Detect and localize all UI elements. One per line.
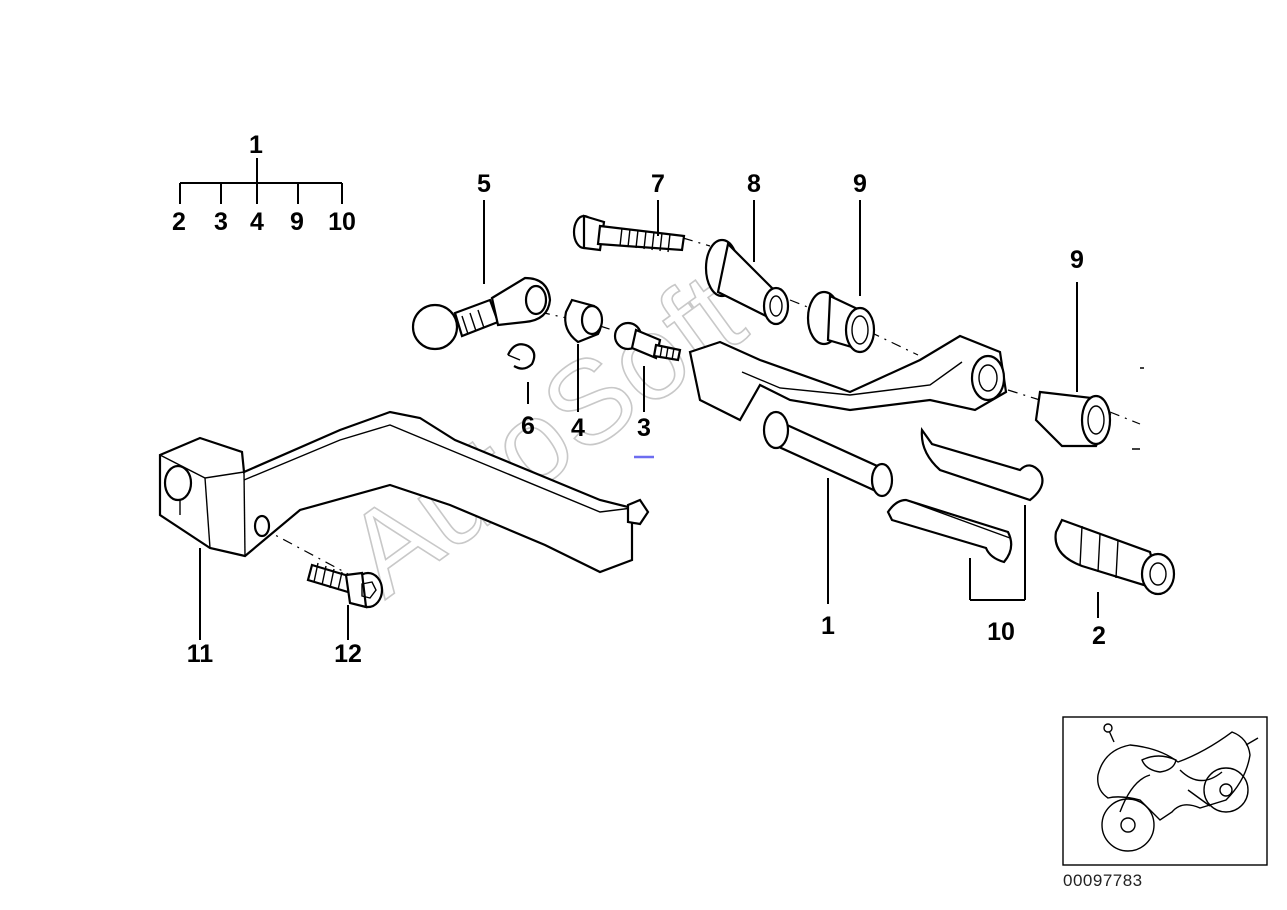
motorcycle-icon xyxy=(1097,723,1259,852)
flanged-bushing-part-2 xyxy=(1034,390,1112,448)
callout-4: 4 xyxy=(571,414,585,442)
tree-child-label: 2 xyxy=(172,208,186,236)
callout-10: 10 xyxy=(987,618,1015,646)
footpeg-rubber-part xyxy=(1054,518,1176,596)
tree-parent-label: 1 xyxy=(249,131,263,159)
ball-stud-part xyxy=(613,321,682,362)
group-tree: 1 2 3 4 9 10 xyxy=(172,131,356,236)
bushing-part xyxy=(704,238,790,326)
edge-dashes xyxy=(1132,367,1144,450)
callout-12: 12 xyxy=(334,640,362,668)
tree-child-label: 10 xyxy=(328,208,356,236)
spacer-part xyxy=(564,298,604,344)
cap-screw-part xyxy=(306,562,384,609)
shift-shaft-part xyxy=(688,334,1008,498)
circlip-part xyxy=(507,343,536,370)
callout-labels: 5 7 8 9 9 6 4 3 1 2 10 11 12 xyxy=(187,170,1106,668)
half-shell-part xyxy=(886,426,1044,564)
callout-8: 8 xyxy=(747,170,761,198)
callout-11: 11 xyxy=(187,640,214,668)
shift-lever-part xyxy=(158,410,650,574)
callout-9: 9 xyxy=(853,170,867,198)
ball-joint-part xyxy=(411,276,552,351)
bolt-part xyxy=(572,214,686,253)
inset-box: 00097783 xyxy=(1062,716,1268,890)
callout-6: 6 xyxy=(521,412,535,440)
callout-5: 5 xyxy=(477,170,491,198)
callout-7: 7 xyxy=(651,170,665,198)
leader-lines xyxy=(199,200,1099,640)
flanged-bushing-part xyxy=(806,290,876,354)
tree-child-label: 4 xyxy=(250,208,264,236)
callout-3: 3 xyxy=(637,414,651,442)
callout-2: 2 xyxy=(1092,622,1106,650)
tree-child-label: 3 xyxy=(214,208,228,236)
callout-9-right: 9 xyxy=(1070,246,1084,274)
tree-child-label: 9 xyxy=(290,208,304,236)
callout-1: 1 xyxy=(821,612,835,640)
document-number: 00097783 xyxy=(1063,871,1143,890)
